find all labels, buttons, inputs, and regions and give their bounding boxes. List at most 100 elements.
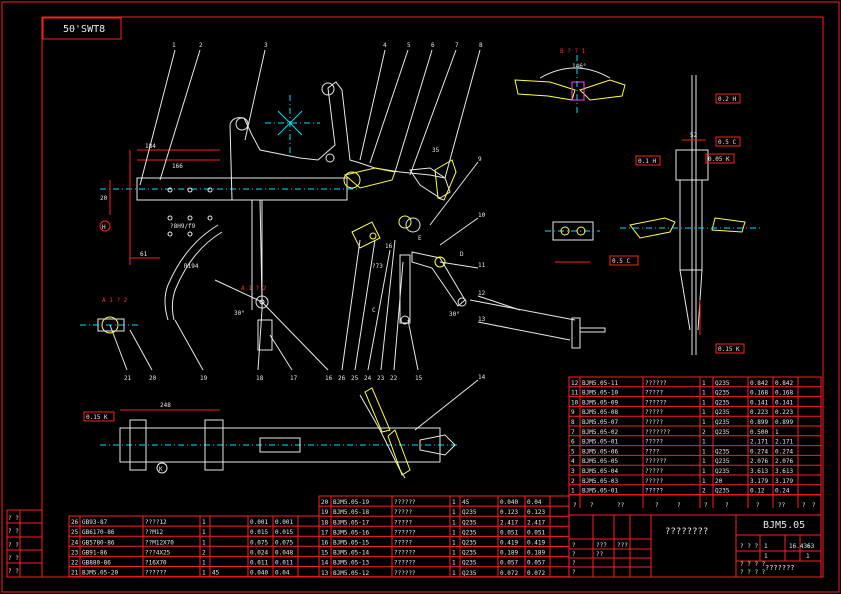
bom-left-cell-w1: 0.040 xyxy=(250,570,268,577)
bom-right-cell-qty: 2 xyxy=(702,488,706,495)
bom-mid-cell-qty: 1 xyxy=(452,540,456,547)
dim-r194: R194 xyxy=(184,263,199,270)
tb-head-4: ? xyxy=(655,502,659,509)
bom-mid-cell-mat: Q235 xyxy=(462,529,477,536)
bom-right-cell-w1: 0.842 xyxy=(750,380,768,387)
title-sheet: 1 xyxy=(764,553,768,560)
bom-mid-cell-no: 20 xyxy=(321,499,329,506)
tol-3: 0.1 H xyxy=(638,158,656,165)
tb-head-3: ?? xyxy=(617,502,625,509)
bom-right-cell-w2: 2.076 xyxy=(775,458,793,465)
bom-mid-cell-mat: 45 xyxy=(462,499,470,506)
callout-leaders xyxy=(109,49,571,431)
bom-mid-cell-w1: 0.419 xyxy=(500,540,518,547)
title-cell-i: ??? xyxy=(617,542,628,549)
bom-mid-cell-w2: 0.057 xyxy=(527,560,545,567)
bom-mid-cell-name: ????? xyxy=(394,509,412,516)
bom-right-cell-w2: 1 xyxy=(775,429,779,436)
bom-right-cell-name: ?????? xyxy=(645,399,667,406)
detail-a-title: A 1 ? 2 xyxy=(102,297,128,304)
bom-right-cell-qty: 1 xyxy=(702,409,706,416)
bom-right-cell-no: 3 xyxy=(571,468,575,475)
callout-6: 6 xyxy=(431,42,435,49)
title-cell-d: ? xyxy=(572,542,576,549)
view-b-title: B ? ? 1 xyxy=(560,48,586,55)
bom-right-cell-no: 5 xyxy=(571,448,575,455)
callout-9: 9 xyxy=(478,156,482,163)
bom-right-cell-name: ?????? xyxy=(645,380,667,387)
angle-146: 146° xyxy=(572,63,586,70)
dim-73: ?73 xyxy=(372,263,383,270)
view-marker-c: C xyxy=(372,307,376,314)
bom-right-cell-qty: 1 xyxy=(702,380,706,387)
detail-d xyxy=(545,221,600,263)
left-margin-cell-3: ? ? xyxy=(8,542,19,549)
tolerance-frames: 0.2 H 0.5 C 0.1 H 0.05 K 0.5 C 0.15 K 0.… xyxy=(83,93,745,422)
bom-mid-cell-name: ?????? xyxy=(394,560,416,567)
bom-mid-cell-name: ????? xyxy=(394,540,412,547)
callout-1: 1 xyxy=(172,42,176,49)
callout-7: 7 xyxy=(455,42,459,49)
dim-184: 184 xyxy=(145,143,156,150)
bom-right-cell-w1: 0.899 xyxy=(750,419,768,426)
tol-6: 0.15 K xyxy=(718,346,740,353)
bom-left-cell-name: ?????? xyxy=(145,570,167,577)
bom-right-cell-no: 9 xyxy=(571,409,575,416)
tb-head-6: ? xyxy=(704,502,708,509)
callout-25: 25 xyxy=(351,375,359,382)
title-total: 63 xyxy=(807,543,815,550)
callout-14: 14 xyxy=(478,374,486,381)
bom-mid-cell-name: ?????? xyxy=(394,550,416,557)
bom-right-cell-name: ????? xyxy=(645,439,663,446)
bom-left-cell-code: GB880-86 xyxy=(82,560,111,567)
title-sheets: 1 xyxy=(806,553,810,560)
bom-mid-cell-qty: 1 xyxy=(452,509,456,516)
fit-1: ?8H9/f9 xyxy=(170,223,196,230)
bom-right-cell-code: BJM5.05-08 xyxy=(582,409,619,416)
callout-20: 20 xyxy=(149,375,157,382)
bom-right-cell-w1: 0.274 xyxy=(750,448,768,455)
bom-right-cell-no: 1 xyxy=(571,488,575,495)
bom-mid-cell-name: ?????? xyxy=(394,570,416,577)
bom-right-cell-mat: Q235 xyxy=(715,468,730,475)
top-left-stamp-box xyxy=(42,17,122,40)
bom-right-cell-w2: 0.168 xyxy=(775,390,793,397)
bom-left-cell-w2: 0.048 xyxy=(275,549,293,556)
tb-head-9: ?? xyxy=(778,502,786,509)
title-cell-g: ? xyxy=(572,569,576,576)
bom-right-cell-mat: Q235 xyxy=(715,409,730,416)
bom-mid-cell-name: ?????? xyxy=(394,529,416,536)
bom-right-cell-name: ????? xyxy=(645,478,663,485)
bom-mid-cell-w2: 0.04 xyxy=(527,499,542,506)
dim-52: 52 xyxy=(690,132,698,139)
bom-left-cell-name: ??M12 xyxy=(145,529,163,536)
callout-4: 4 xyxy=(383,42,387,49)
bom-right-cell-qty: 1 xyxy=(702,439,706,446)
bom-mid-cell-w1: 0.051 xyxy=(500,529,518,536)
view-marker-h: H xyxy=(102,224,106,231)
bom-right-cell-name: ????? xyxy=(645,419,663,426)
bom-right-cell-qty: 1 xyxy=(702,458,706,465)
bom-mid-cell-w2: 0.189 xyxy=(527,550,545,557)
bom-right-cell-w2: 3.613 xyxy=(775,468,793,475)
title-cell-h: ??? xyxy=(596,542,607,549)
bom-mid-cell-w1: 0.189 xyxy=(500,550,518,557)
bom-right-cell-w2: 0.24 xyxy=(775,488,790,495)
bom-right-cell-w2: 0.141 xyxy=(775,399,793,406)
top-callouts: 1 2 3 4 5 6 7 8 xyxy=(172,42,483,49)
bom-mid-cell-no: 15 xyxy=(321,550,329,557)
bom-right-cell-w2: 0.223 xyxy=(775,409,793,416)
bom-mid-cell-code: BJM5.05-18 xyxy=(333,509,370,516)
bom-left-cell-w2: 0.075 xyxy=(275,539,293,546)
bom-right-cell-qty: 1 xyxy=(702,390,706,397)
title-cell-c: ? ? ? ? xyxy=(740,569,766,576)
bom-left-cell-name: ???4X25 xyxy=(145,549,171,556)
bom-right-cell-qty: 1 xyxy=(702,448,706,455)
bom-mid-cell-mat: Q235 xyxy=(462,509,477,516)
bom-right-cell-no: 8 xyxy=(571,419,575,426)
bom-right-cell-code: BJM5.05-09 xyxy=(582,399,619,406)
bom-left-cell-qty: 1 xyxy=(202,519,206,526)
callout-21: 21 xyxy=(124,375,132,382)
tb-head-7: ? xyxy=(725,502,729,509)
